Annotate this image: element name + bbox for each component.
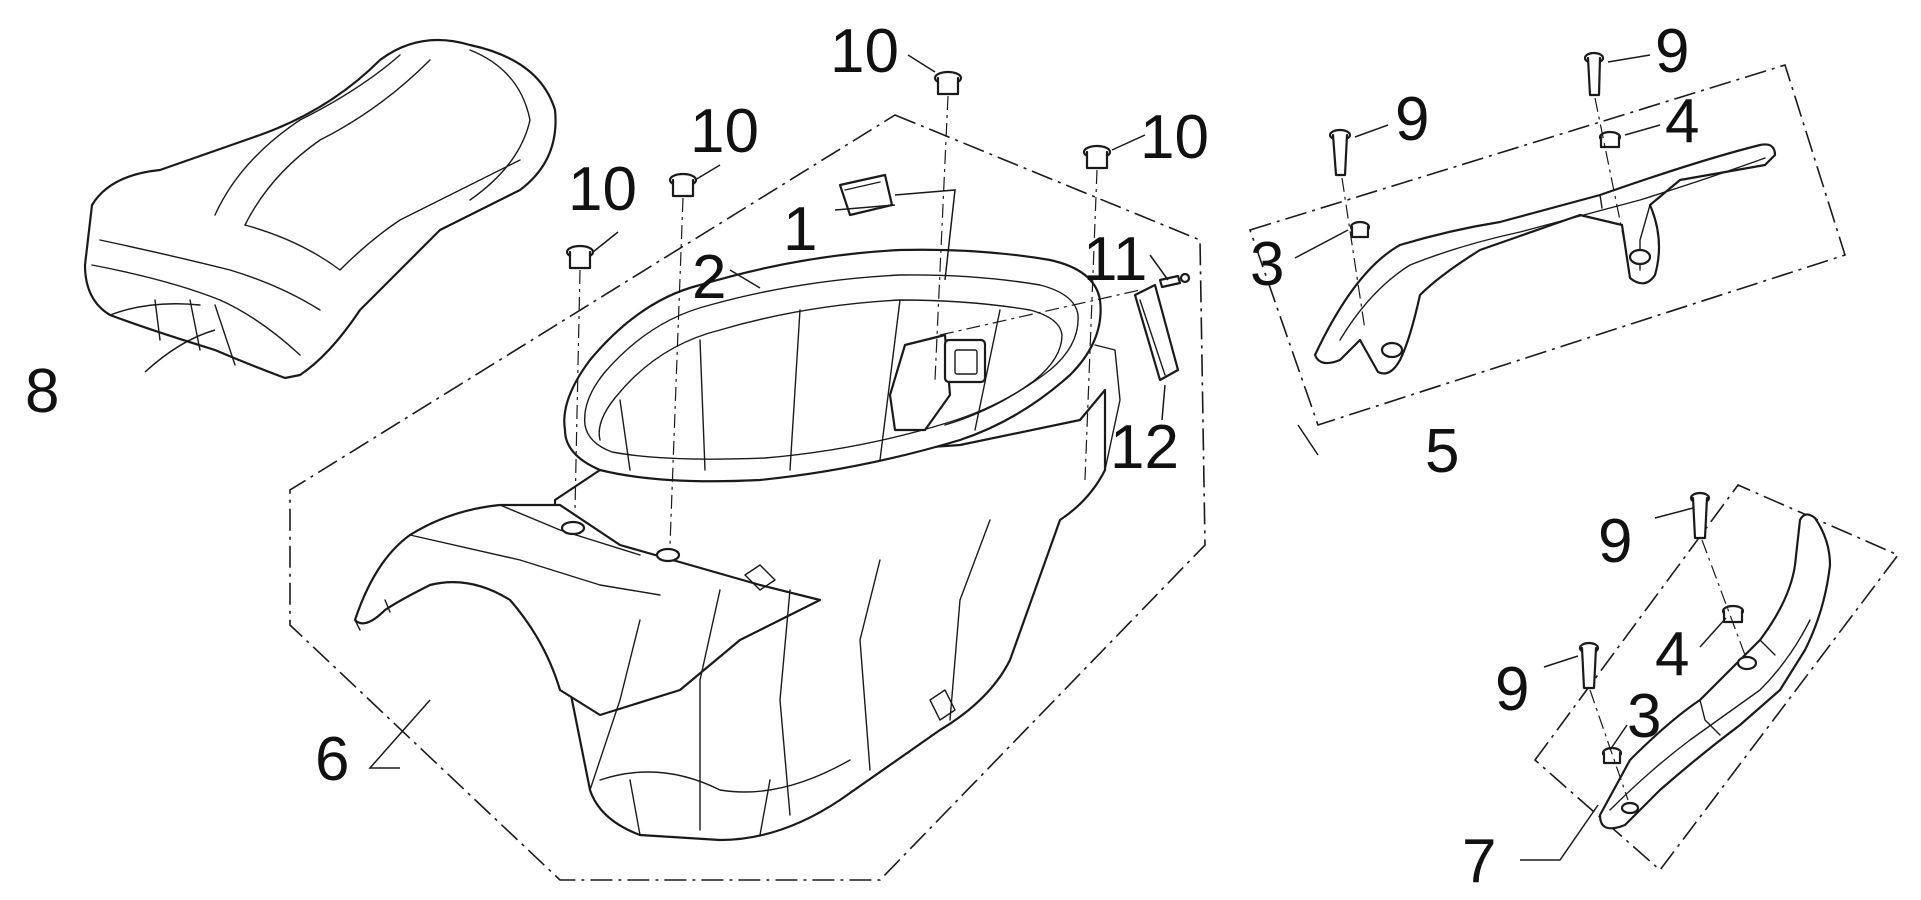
callout-9-group7-top: 9 [1598,507,1632,576]
callout-12: 12 [1110,413,1179,482]
callout-9-group5-right: 9 [1655,17,1689,86]
callout-2: 2 [692,243,726,312]
callout-9-group7-bottom: 9 [1495,655,1529,724]
callout-4-group7: 4 [1655,620,1689,689]
washer-4-group7 [1721,604,1745,624]
leader-lines [144,54,1727,861]
callout-11: 11 [1083,225,1147,294]
callout-5: 5 [1425,417,1459,486]
callout-10-right: 10 [1140,103,1209,172]
grab-handle-part [1313,143,1777,375]
callout-3-group7: 3 [1627,682,1661,751]
callout-10-top: 10 [830,17,899,86]
callout-1: 1 [783,195,817,264]
group-5-boundary [1248,64,1847,427]
callout-10-left: 10 [568,155,637,224]
storage-box-part [353,248,1121,842]
bolt-10-center-left [668,172,698,198]
bolt-10-right [1082,144,1112,170]
bolt-10-left [565,244,595,270]
washer-3-group7 [1601,746,1623,765]
bolt-9-group5-left [1328,128,1352,177]
callout-3-group5: 3 [1250,230,1284,299]
callout-9-group5-left: 9 [1395,85,1429,154]
washer-3-group5 [1349,220,1371,239]
seat-part [83,38,557,380]
side-rail-part [1598,513,1832,830]
group-6-boundary [289,114,1206,881]
bolt-9-group7-bottom [1578,641,1600,690]
bolt-10-top [933,70,963,96]
callout-8: 8 [25,357,59,426]
bolt-9-group5-right [1583,51,1605,97]
callout-10-center-left: 10 [690,97,759,166]
group-7-boundary [1533,484,1900,872]
callout-6: 6 [315,725,349,794]
callout-4-group5: 4 [1665,87,1699,156]
callout-7: 7 [1462,827,1496,896]
rod-part [1133,283,1180,382]
washer-4-group5 [1598,130,1622,149]
pin-part [1158,272,1191,289]
bolt-9-group7-top [1689,491,1711,540]
